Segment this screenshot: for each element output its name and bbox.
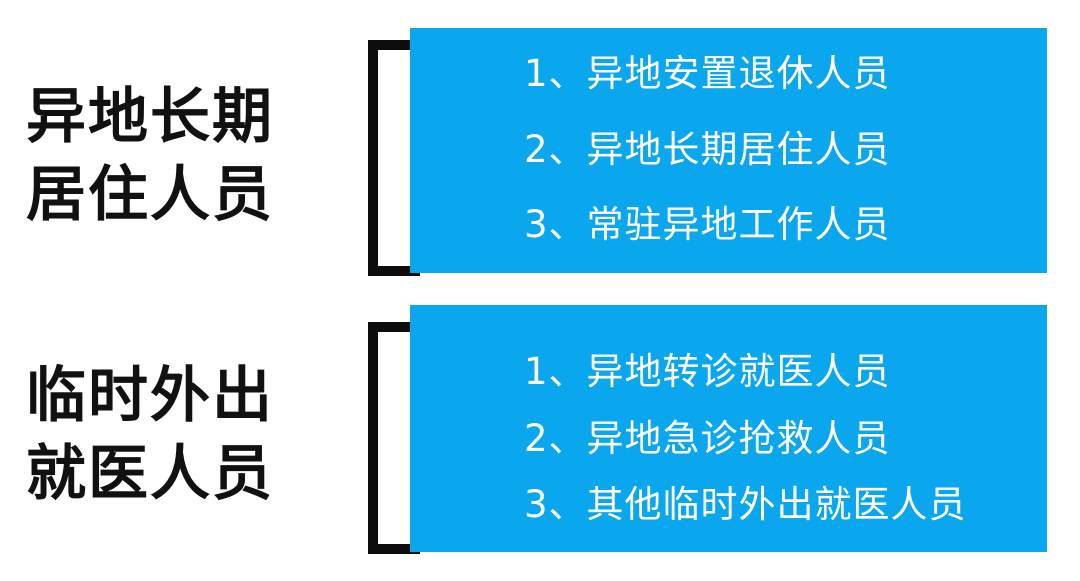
category-label: 异地长期 居住人员 [26, 78, 296, 234]
left-bracket [368, 322, 420, 554]
items-list: 1、异地安置退休人员 2、异地长期居住人员 3、常驻异地工作人员 [524, 28, 1044, 273]
list-item: 3、常驻异地工作人员 [524, 203, 891, 246]
items-box: 1、异地转诊就医人员 2、异地急诊抢救人员 3、其他临时外出就医人员 [410, 305, 1047, 552]
category-long-term-residents: 异地长期 居住人员 1、异地安置退休人员 2、异地长期居住人员 3、常驻异地工作… [0, 28, 1080, 276]
category-label-line: 居住人员 [26, 160, 274, 230]
category-label-line: 异地长期 [26, 82, 274, 152]
items-box: 1、异地安置退休人员 2、异地长期居住人员 3、常驻异地工作人员 [410, 28, 1047, 273]
list-item: 2、异地急诊抢救人员 [524, 417, 891, 460]
category-label-line: 临时外出 [26, 361, 274, 431]
list-item: 2、异地长期居住人员 [524, 128, 891, 171]
list-item: 3、其他临时外出就医人员 [524, 483, 967, 526]
list-item: 1、异地安置退休人员 [524, 52, 891, 95]
left-bracket [368, 40, 420, 276]
list-item: 1、异地转诊就医人员 [524, 350, 891, 393]
items-list: 1、异地转诊就医人员 2、异地急诊抢救人员 3、其他临时外出就医人员 [524, 305, 1044, 552]
category-label: 临时外出 就医人员 [26, 357, 296, 513]
category-label-line: 就医人员 [26, 439, 274, 509]
category-temporary-medical: 临时外出 就医人员 1、异地转诊就医人员 2、异地急诊抢救人员 3、其他临时外出… [0, 305, 1080, 554]
